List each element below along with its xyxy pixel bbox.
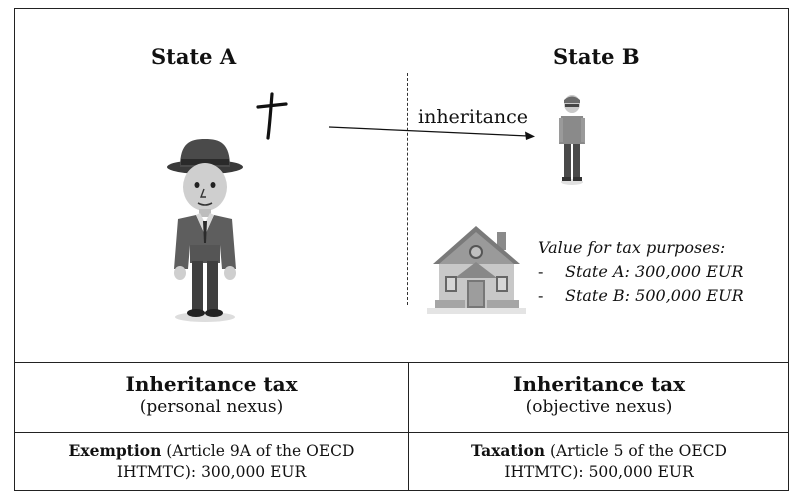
diagram-frame	[14, 8, 789, 491]
right-tax-subtitle: (objective nexus)	[525, 397, 673, 417]
bullet-dash: -	[538, 262, 544, 281]
left-note-bold: Exemption	[68, 441, 162, 460]
table-top-border	[14, 362, 789, 363]
state-a-title: State A	[151, 44, 237, 69]
left-note-text: (Article 9A of the OECD	[161, 442, 355, 460]
man-in-hat-icon	[167, 139, 243, 322]
right-tax-title: Inheritance tax	[512, 372, 686, 396]
left-tax-subtitle: (personal nexus)	[139, 397, 284, 417]
bullet-dash: -	[538, 286, 544, 305]
tax-value-list: - State A: 300,000 EUR - State B: 500,000 …	[538, 260, 744, 308]
state-b-title: State B	[553, 44, 640, 69]
right-note-text: (Article 5 of the OECD	[545, 442, 727, 460]
border-divider	[407, 73, 408, 305]
left-note-line-2: IHTMTC): 300,000 EUR	[116, 463, 307, 481]
right-note-line-2: IHTMTC): 500,000 EUR	[504, 463, 694, 481]
table-row-divider	[14, 432, 789, 433]
tax-value-text: State A: 300,000 EUR	[565, 262, 744, 281]
tax-value-item-state-a: - State A: 300,000 EUR	[538, 260, 744, 284]
right-note-line-1: Taxation (Article 5 of the OECD	[409, 440, 789, 462]
table-column-divider	[408, 362, 409, 491]
latin-cross-icon	[256, 92, 288, 140]
left-note-line-1: Exemption (Article 9A of the OECD	[15, 440, 408, 462]
right-tax-cell: Inheritance tax (objective nexus)	[409, 372, 789, 418]
left-note-cell: Exemption (Article 9A of the OECD IHTMTC…	[15, 440, 408, 483]
right-note-bold: Taxation	[471, 441, 546, 460]
tax-value-block: Value for tax purposes: - State A: 300,00…	[538, 236, 744, 308]
house-icon	[427, 226, 526, 314]
inheritance-arrow	[328, 126, 535, 140]
tax-value-text: State B: 500,000 EUR	[565, 286, 744, 305]
inheritance-label: inheritance	[418, 106, 529, 128]
tax-value-heading: Value for tax purposes:	[538, 238, 726, 257]
tax-value-item-state-b: - State B: 500,000 EUR	[538, 284, 744, 308]
left-tax-cell: Inheritance tax (personal nexus)	[15, 372, 408, 418]
right-note-cell: Taxation (Article 5 of the OECD IHTMTC):…	[409, 440, 789, 483]
left-tax-title: Inheritance tax	[125, 372, 298, 396]
young-man-icon	[559, 95, 585, 185]
